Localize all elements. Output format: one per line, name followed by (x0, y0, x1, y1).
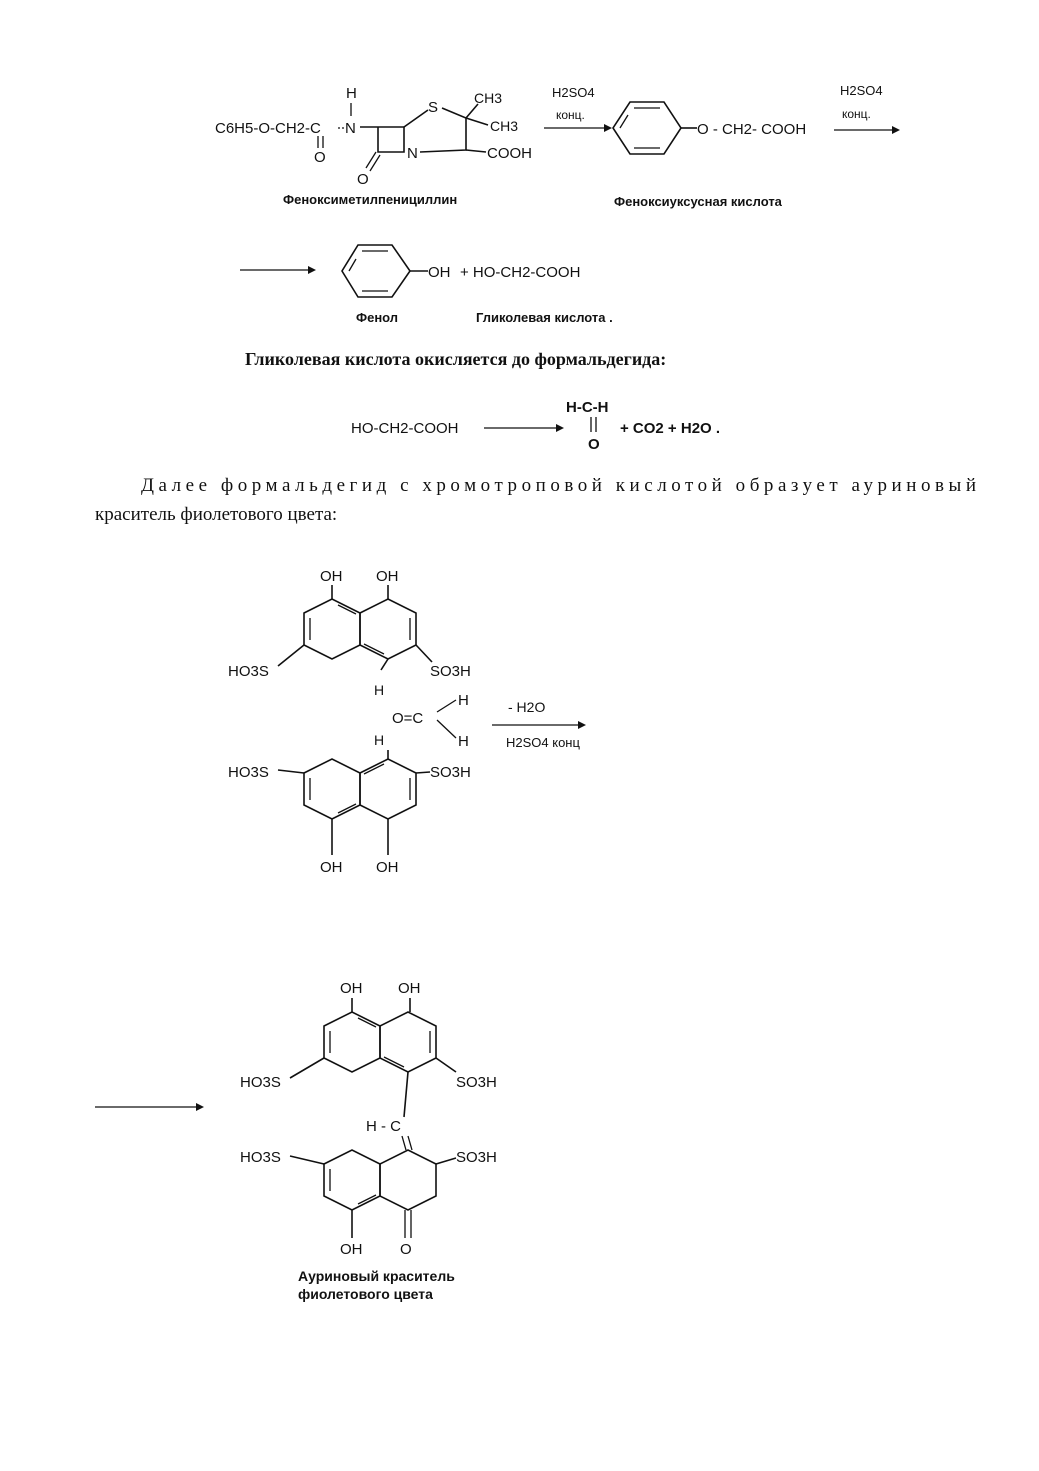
glycolic-acid-name: Гликолевая кислота . (476, 310, 613, 325)
product-oh-2: OH (398, 980, 421, 997)
phenol-name: Фенол (356, 310, 398, 325)
formaldehyde-o-label: O (588, 436, 600, 453)
penicillin-structure: C6H5-O-CH2-C H N O N S CH3 CH3 COOH O Фе… (215, 85, 532, 207)
reaction-arrow-2: H2SO4 конц. (834, 83, 900, 134)
penicillin-lactam-o-label: O (357, 171, 369, 188)
product-top-ho3s: HO3S (240, 1074, 281, 1091)
top-oh-1: OH (320, 568, 343, 585)
reaction-arrow-3 (240, 266, 316, 274)
paragraph-line-1: Далее формальдегид с хромотроповой кисло… (141, 475, 976, 496)
penicillin-ring-n-label: N (407, 145, 418, 162)
arrow1-reagent: H2SO4 (552, 85, 595, 100)
bottom-ho3s: HO3S (228, 764, 269, 781)
aurin-dye-name-line-1: Ауриновый краситель (298, 1268, 455, 1284)
product-top-so3h: SO3H (456, 1074, 497, 1091)
penicillin-nh-h-label: H (346, 85, 357, 102)
aurin-dye-structure: OH OH HO3S SO3H H - C HO3S SO3H OH O Аур… (240, 980, 497, 1302)
penicillin-s-label: S (428, 99, 438, 116)
reaction-arrow-1: H2SO4 конц. (544, 85, 612, 132)
formaldehyde-formula: H-C-H (566, 399, 609, 416)
penicillin-amide-n-label: N (345, 120, 356, 137)
penicillin-ch3-a-label: CH3 (474, 90, 502, 106)
penicillin-ch3-b-label: CH3 (490, 118, 518, 134)
aurin-dye-name-line-2: фиолетового цвета (298, 1286, 433, 1302)
glycolic-oxidation-equation: HO-CH2-COOH H-C-H O + CO2 + H2O . (351, 399, 720, 453)
penicillin-cooh-label: COOH (487, 145, 532, 162)
product-bottom-oh: OH (340, 1241, 363, 1258)
glycolic-formula: HO-CH2-COOH (351, 420, 459, 437)
arrow2-condition: конц. (842, 107, 871, 121)
arrow1-condition: конц. (556, 108, 585, 122)
bottom-h: H (374, 732, 384, 748)
arrow2-reagent: H2SO4 (840, 83, 883, 98)
oxidation-text: Гликолевая кислота окисляется до формаль… (245, 349, 666, 369)
bottom-oh-1: OH (320, 859, 343, 876)
paragraph-line-2: краситель фиолетового цвета: (95, 504, 337, 525)
phenol-oh-label: OH (428, 264, 451, 281)
phenoxyacetic-acid-structure: O - CH2- COOH Феноксиуксусная кислота (612, 101, 806, 209)
formaldehyde-o-c: O=C (392, 710, 423, 727)
oxidation-products: + CO2 + H2O . (620, 420, 720, 437)
arrow4-reagent: - H2O (508, 699, 545, 715)
phenoxyacetic-formula: O - CH2- COOH (697, 121, 806, 138)
bottom-oh-2: OH (376, 859, 399, 876)
glycolic-acid-formula: + HO-CH2-COOH (460, 264, 580, 281)
bottom-so3h: SO3H (430, 764, 471, 781)
formaldehyde-h-1: H (458, 692, 469, 709)
top-oh-2: OH (376, 568, 399, 585)
arrow4-condition: H2SO4 конц (506, 735, 580, 750)
reaction-arrow-4: - H2O H2SO4 конц (492, 699, 586, 750)
phenoxyacetic-acid-name: Феноксиуксусная кислота (614, 194, 783, 209)
product-methine-bridge: H - C (366, 1118, 401, 1135)
chromotropic-acid-bottom: H HO3S SO3H OH OH (228, 732, 471, 876)
top-h: H (374, 682, 384, 698)
top-ho3s: HO3S (228, 663, 269, 680)
top-so3h: SO3H (430, 663, 471, 680)
phenol-structure: OH + HO-CH2-COOH Фенол Гликолевая кислот… (341, 244, 613, 325)
penicillin-name: Феноксиметилпенициллин (283, 192, 457, 207)
formaldehyde-h-2: H (458, 733, 469, 750)
penicillin-chain-label: C6H5-O-CH2-C (215, 120, 321, 137)
product-bottom-ho3s: HO3S (240, 1149, 281, 1166)
formaldehyde-reactant: O=C H H (392, 692, 469, 750)
product-quinone-o: O (400, 1241, 412, 1258)
chromotropic-acid-top: OH OH HO3S SO3H H (228, 568, 471, 698)
reaction-arrow-5 (95, 1103, 204, 1111)
penicillin-carbonyl-o-label: O (314, 149, 326, 166)
product-oh-1: OH (340, 980, 363, 997)
product-bottom-so3h: SO3H (456, 1149, 497, 1166)
